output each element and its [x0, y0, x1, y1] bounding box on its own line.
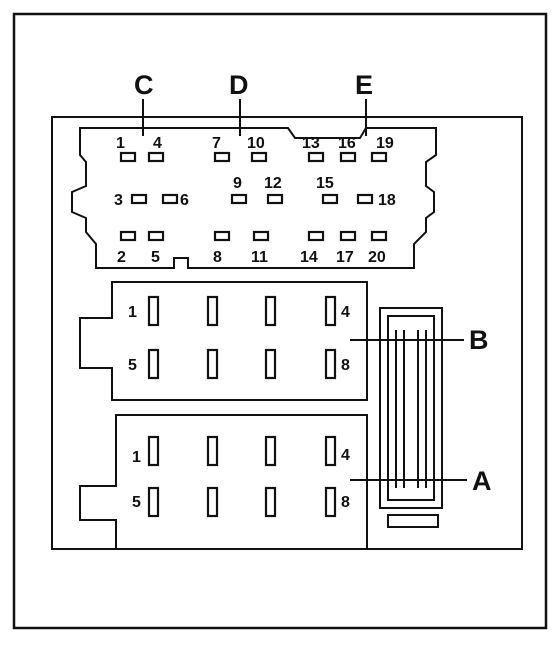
pin-socket-16 [339, 151, 357, 163]
right-latch-assembly [379, 307, 443, 528]
block-b-pin-4 [324, 295, 337, 327]
pin-label-4: 4 [153, 135, 162, 152]
pin-socket-14 [307, 230, 325, 242]
pin-socket-18 [356, 193, 374, 205]
pin-label-2: 2 [117, 249, 126, 266]
pin-socket-4 [147, 151, 165, 163]
pin-label-20: 20 [368, 249, 386, 266]
pin-socket-12 [266, 193, 284, 205]
pin-socket-17 [339, 230, 357, 242]
top-pin-sockets [119, 151, 388, 242]
group-label-c: C [134, 70, 154, 100]
block-a-pin-5 [147, 486, 160, 518]
group-label-d: D [229, 70, 249, 100]
pin-label-19: 19 [376, 135, 394, 152]
block-a-label-5: 5 [132, 494, 141, 511]
inner-frame [51, 116, 523, 550]
block-b-letter: B [469, 325, 489, 355]
block-a-label-4: 4 [341, 447, 350, 464]
block-b-label-4: 4 [341, 304, 350, 321]
pin-socket-13 [307, 151, 325, 163]
pin-label-9: 9 [233, 175, 242, 192]
pin-label-8: 8 [213, 249, 222, 266]
pin-label-10: 10 [247, 135, 265, 152]
top-connector-housing [71, 127, 437, 269]
pin-label-11: 11 [251, 249, 268, 266]
group-label-e: E [355, 70, 373, 100]
latch-inner [387, 315, 435, 501]
pin-socket-20 [370, 230, 388, 242]
block-b-pin-1 [147, 295, 160, 327]
block-a-label-1: 1 [132, 449, 141, 466]
block-b-pin-7 [264, 348, 277, 380]
block-b-pin-2 [206, 295, 219, 327]
latch-tab [387, 514, 439, 528]
block-b-pin-3 [264, 295, 277, 327]
pin-socket-2 [119, 230, 137, 242]
pin-label-15: 15 [316, 175, 334, 192]
block-b-pin-6 [206, 348, 219, 380]
pin-socket-7 [213, 151, 231, 163]
pin-socket-19 [370, 151, 388, 163]
block-b-pin-5 [147, 348, 160, 380]
block-a-letter: A [472, 466, 492, 496]
pin-label-1: 1 [116, 135, 125, 152]
pin-socket-9 [230, 193, 248, 205]
pin-label-17: 17 [336, 249, 354, 266]
block-a-pin-7 [264, 486, 277, 518]
pin-socket-11 [252, 230, 270, 242]
pin-socket-6 [161, 193, 179, 205]
block-a-pin-8 [324, 486, 337, 518]
block-b-label-8: 8 [341, 357, 350, 374]
pin-label-5: 5 [151, 249, 160, 266]
pin-socket-10 [250, 151, 268, 163]
block-a-label-8: 8 [341, 494, 350, 511]
pin-label-18: 18 [378, 192, 396, 209]
block-b-pins [147, 295, 337, 380]
pin-socket-15 [321, 193, 339, 205]
block-b-label-1: 1 [128, 304, 137, 321]
block-a-pin-3 [264, 435, 277, 467]
latch-outer [379, 307, 443, 509]
pin-label-13: 13 [302, 135, 320, 152]
pin-socket-1 [119, 151, 137, 163]
outer-frame [12, 12, 548, 630]
pin-socket-8 [213, 230, 231, 242]
block-a-pin-1 [147, 435, 160, 467]
block-b-pin-8 [324, 348, 337, 380]
block-a-housing [79, 414, 368, 550]
pin-label-16: 16 [338, 135, 356, 152]
block-a-pin-4 [324, 435, 337, 467]
pin-label-14: 14 [300, 249, 318, 266]
block-a-pin-2 [206, 435, 219, 467]
pin-socket-5 [147, 230, 165, 242]
block-b-housing [79, 281, 368, 401]
block-a-pin-6 [206, 486, 219, 518]
pin-label-7: 7 [212, 135, 221, 152]
pin-label-12: 12 [264, 175, 282, 192]
pin-label-6: 6 [180, 192, 189, 209]
pin-socket-3 [130, 193, 148, 205]
block-b-label-5: 5 [128, 357, 137, 374]
pin-label-3: 3 [114, 192, 123, 209]
block-a-pins [147, 435, 337, 518]
